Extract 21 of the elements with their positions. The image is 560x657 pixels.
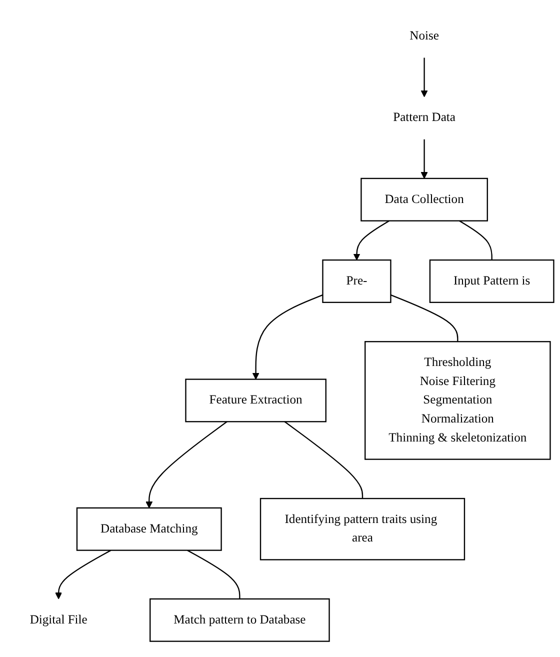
node-box: Input Pattern is (429, 260, 554, 304)
node-text: Digital File (30, 613, 88, 627)
node-text: Noise (410, 30, 439, 43)
arrow (353, 220, 390, 261)
arrow (420, 139, 428, 179)
node-box: Pre- (322, 260, 392, 304)
connector (459, 220, 492, 260)
connector (284, 421, 364, 499)
node-box: Match pattern to Database (150, 598, 330, 642)
node-box: Feature Extraction (185, 378, 326, 422)
node-box: Identifying pattern traits using area (260, 498, 466, 560)
arrow (252, 294, 323, 380)
node-box: Database Matching (76, 508, 222, 552)
connector (187, 550, 240, 600)
node-box: Thresholding Noise Filtering Segmentation Normalization Thinning & skeletonization (364, 341, 551, 460)
arrow (146, 421, 228, 508)
arrow (420, 58, 428, 98)
arrow (55, 550, 112, 600)
node-box: Data Collection (360, 178, 488, 222)
node-text: Pattern Data (393, 111, 456, 125)
connector (390, 294, 458, 342)
